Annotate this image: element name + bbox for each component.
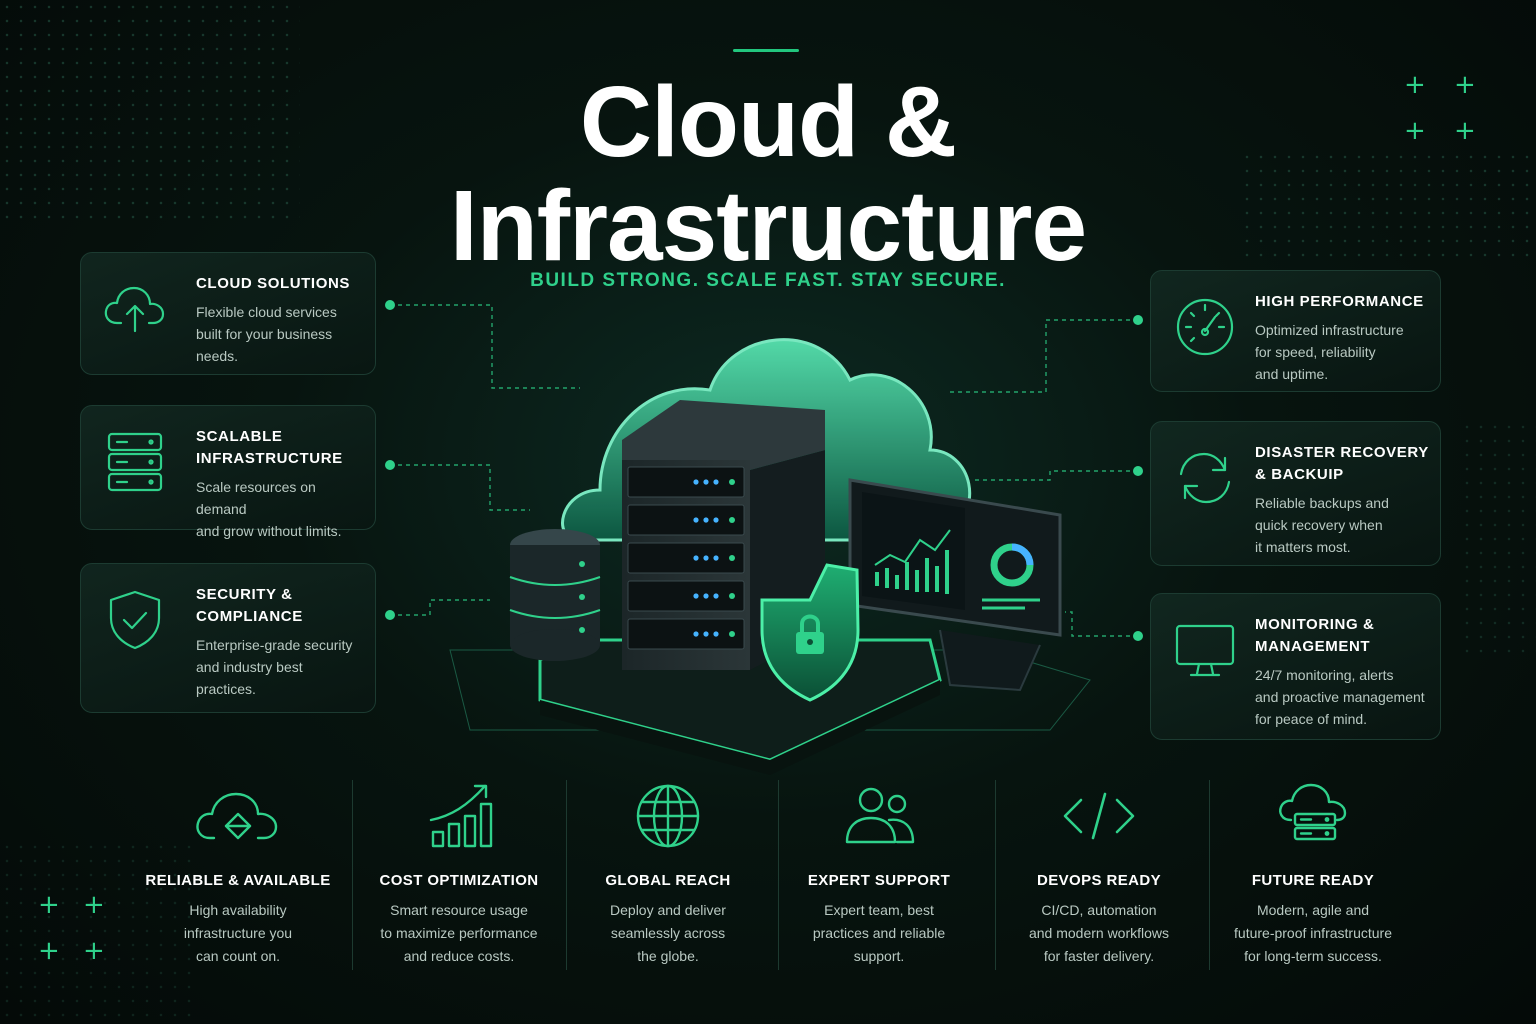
plus-icon: + [1454, 70, 1476, 100]
feature-devops-ready: DEVOPS READY CI/CD, automation and moder… [992, 780, 1206, 968]
feature-description: CI/CD, automation and modern workflows f… [1028, 902, 1170, 964]
feature-description: Expert team, best practices and reliable… [812, 902, 946, 964]
feature-title: EXPERT SUPPORT [807, 872, 951, 889]
card-title: CLOUD SOLUTIONS [196, 275, 350, 292]
feature-global-reach: GLOBAL REACH Deploy and deliver seamless… [561, 780, 775, 968]
dot-grid-top-right [1240, 150, 1536, 260]
feature-description: Smart resource usage to maximize perform… [380, 902, 538, 964]
card-title: HIGH PERFORMANCE [1255, 293, 1424, 310]
card-title: SCALABLE INFRASTRUCTURE [196, 428, 343, 467]
page-title-line-2: Infrastructure [449, 170, 1087, 282]
feature-title: RELIABLE & AVAILABLE [145, 872, 331, 889]
card-monitoring-management: MONITORING & MANAGEMENT 24/7 monitoring,… [1150, 593, 1441, 740]
dot-grid-top-left [0, 0, 300, 220]
cloud-server-illustration [449, 338, 1091, 775]
feature-reliable-available: RELIABLE & AVAILABLE High availability i… [131, 780, 345, 968]
plus-icon: + [1454, 116, 1476, 146]
speedometer-icon [1176, 298, 1234, 356]
server-stack-icon [107, 432, 163, 492]
feature-title: GLOBAL REACH [605, 872, 731, 889]
card-title: DISASTER RECOVERY & BACKUIP [1255, 444, 1429, 483]
code-icon [1063, 792, 1135, 840]
card-description: Reliable backups and quick recovery when… [1255, 495, 1389, 555]
feature-description: Deploy and deliver seamlessly across the… [610, 902, 726, 964]
plus-icon: + [83, 890, 105, 920]
separator [352, 780, 353, 970]
tagline: BUILD STRONG. SCALE FAST. STAY SECURE. [530, 270, 1006, 291]
plus-icon: + [38, 890, 60, 920]
cloud-sync-icon [196, 792, 278, 840]
separator [995, 780, 996, 970]
plus-icon: + [38, 936, 60, 966]
separator [566, 780, 567, 970]
card-description: Flexible cloud services built for your b… [196, 304, 337, 364]
feature-cost-optimization: COST OPTIMIZATION Smart resource usage t… [352, 780, 566, 968]
feature-description: Modern, agile and future-proof infrastru… [1234, 902, 1392, 964]
card-security-compliance: SECURITY & COMPLIANCE Enterprise-grade s… [80, 563, 376, 713]
dot-grid-bottom-left [0, 840, 200, 1020]
feature-description: High availability infrastructure you can… [183, 902, 293, 964]
plus-icon: + [1404, 116, 1426, 146]
cloud-upload-icon [104, 286, 165, 333]
feature-title: COST OPTIMIZATION [379, 872, 539, 889]
card-scalable-infrastructure: SCALABLE INFRASTRUCTURE Scale resources … [80, 405, 376, 539]
separator [778, 780, 779, 970]
globe-icon [636, 784, 700, 848]
feature-title: FUTURE READY [1251, 872, 1375, 889]
feature-future-ready: FUTURE READY Modern, agile and future-pr… [1206, 780, 1420, 968]
card-description: Enterprise-grade security and industry b… [196, 637, 353, 697]
dot-grid-right-edge [1460, 420, 1536, 660]
feature-expert-support: EXPERT SUPPORT Expert team, best practic… [772, 780, 986, 968]
plus-icon: + [83, 936, 105, 966]
card-cloud-solutions: CLOUD SOLUTIONS Flexible cloud services … [80, 252, 376, 375]
card-description: 24/7 monitoring, alerts and proactive ma… [1255, 667, 1425, 727]
card-disaster-recovery: DISASTER RECOVERY & BACKUIP Reliable bac… [1150, 421, 1441, 566]
title-accent-line [733, 49, 799, 52]
refresh-icon [1179, 452, 1231, 504]
cloud-server-icon [1279, 783, 1347, 841]
feature-title: DEVOPS READY [1037, 872, 1161, 889]
users-icon [845, 787, 915, 844]
page-title-line-1: Cloud & [579, 66, 957, 178]
card-description: Optimized infrastructure for speed, reli… [1255, 322, 1404, 382]
plus-icon: + [1404, 70, 1426, 100]
shield-check-icon [109, 590, 161, 650]
card-high-performance: HIGH PERFORMANCE Optimized infrastructur… [1150, 270, 1441, 392]
separator [1209, 780, 1210, 970]
monitor-icon [1175, 624, 1235, 677]
card-description: Scale resources on demand and grow witho… [196, 479, 342, 539]
card-title: MONITORING & MANAGEMENT [1255, 616, 1375, 655]
growth-chart-icon [429, 784, 493, 848]
card-title: SECURITY & COMPLIANCE [196, 586, 303, 625]
